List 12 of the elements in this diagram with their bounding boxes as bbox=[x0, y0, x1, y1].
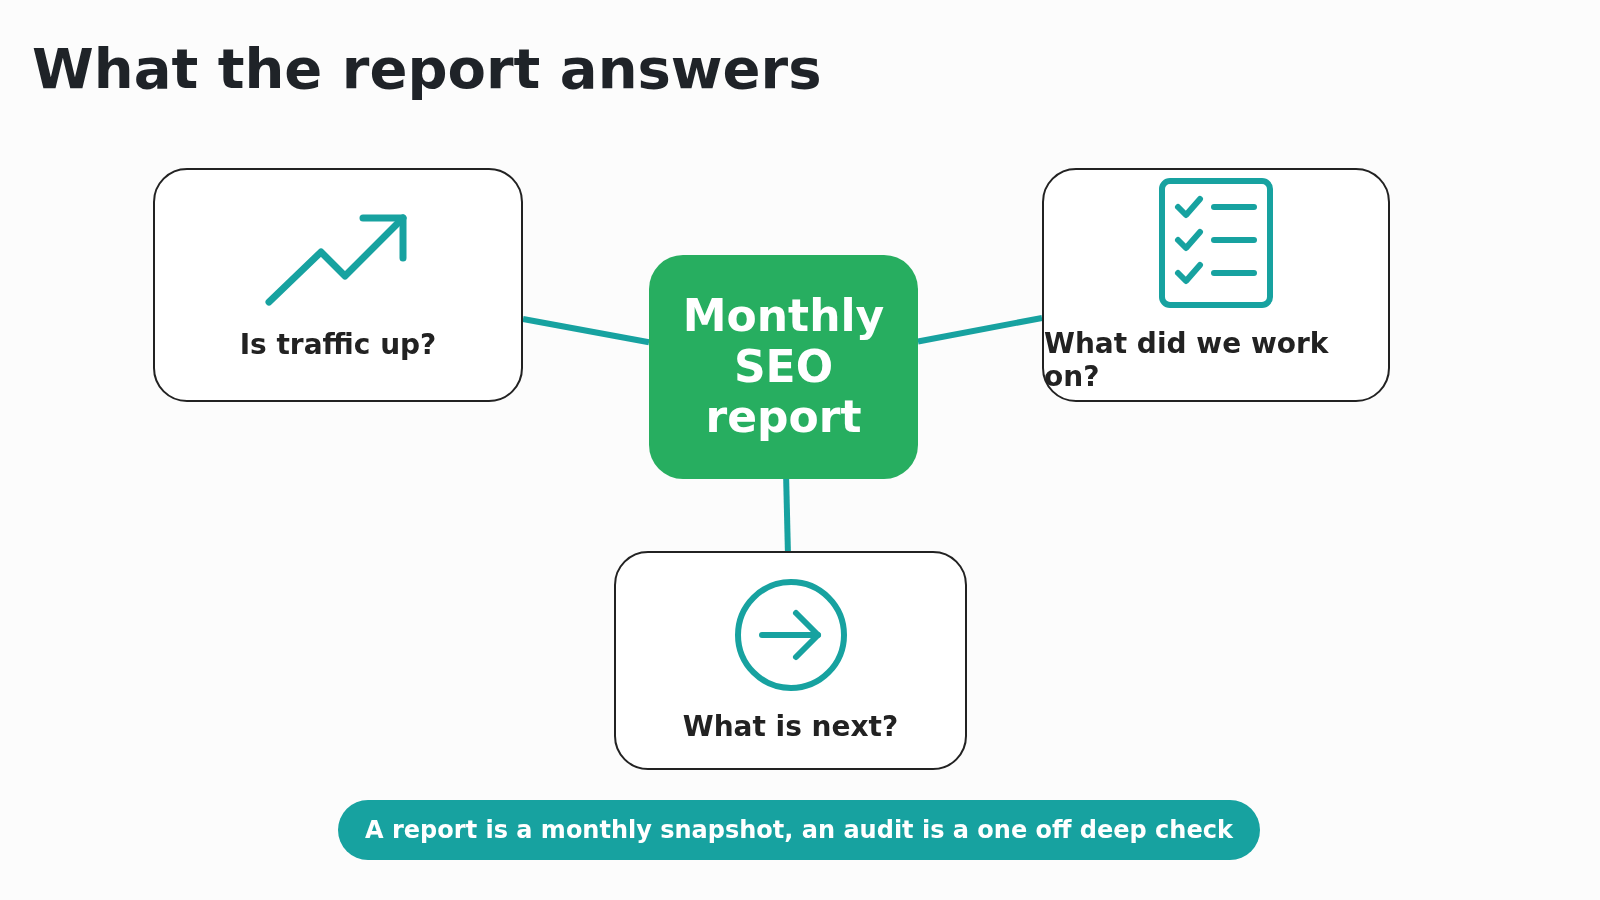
question-card bbox=[153, 168, 523, 402]
question-card bbox=[1042, 168, 1390, 402]
topic-box: Monthly SEO report bbox=[649, 255, 918, 479]
question-label: What did we work on? bbox=[1044, 327, 1330, 393]
connector-line bbox=[783, 478, 791, 552]
question-card bbox=[614, 551, 967, 770]
title: What the report answers bbox=[32, 36, 822, 101]
connector-line bbox=[917, 315, 1043, 345]
connector-line bbox=[522, 316, 650, 346]
note-banner: A report is a monthly snapshot, an audit is a one off deep check bbox=[338, 800, 1260, 860]
question-label: What is next? bbox=[682, 710, 899, 743]
question-label: Is traffic up? bbox=[239, 327, 437, 361]
